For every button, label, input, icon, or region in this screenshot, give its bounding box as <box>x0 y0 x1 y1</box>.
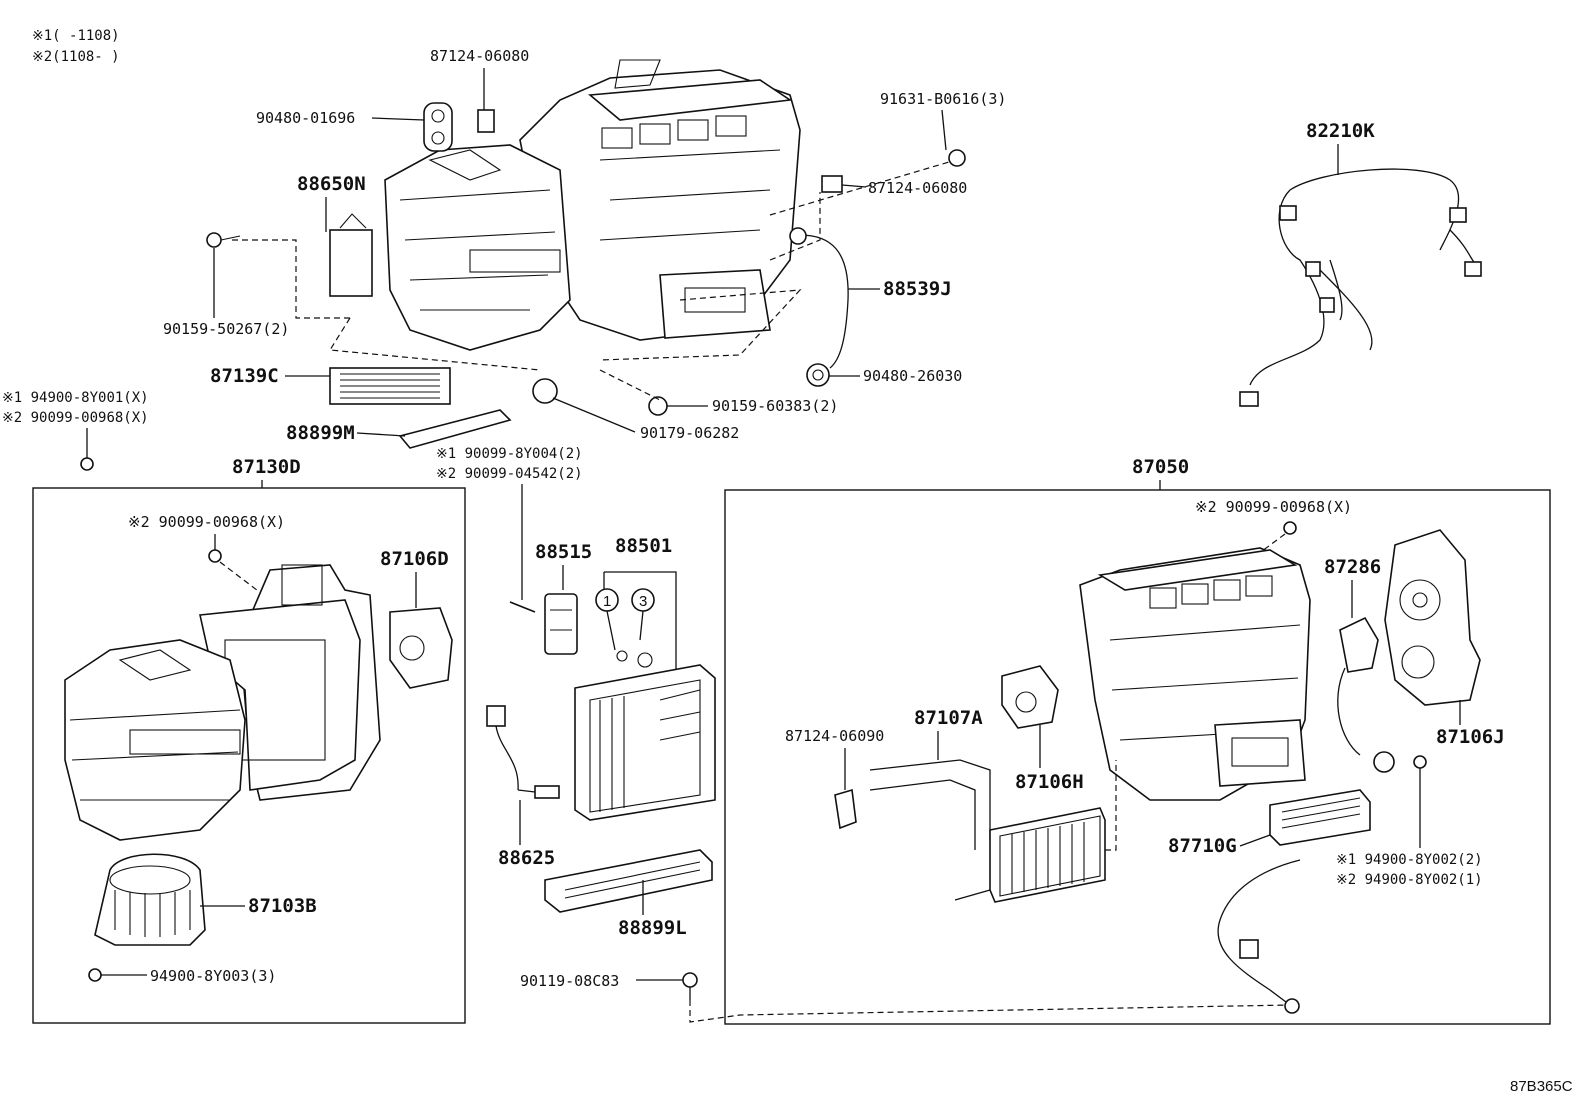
expansion-valve-drawing <box>544 593 578 655</box>
label-90099-8y004: ※1 90099-8Y004(2) <box>436 446 583 462</box>
hvac-case-87050-drawing <box>1079 547 1311 801</box>
note-1: ※1( -1108) <box>32 28 120 44</box>
label-82210k: 82210K <box>1306 120 1375 142</box>
label-90480-01696: 90480-01696 <box>256 109 355 127</box>
label-87286: 87286 <box>1324 556 1381 578</box>
label-90480-26030: 90480-26030 <box>863 367 962 385</box>
label-94900-8y003: 94900-8Y003(3) <box>150 967 276 985</box>
label-88515: 88515 <box>535 541 592 563</box>
heater-core-drawing <box>869 759 1106 903</box>
note-2: ※2(1108- ) <box>32 49 120 65</box>
label-94900-8y002-1: ※1 94900-8Y002(2) <box>1336 852 1483 868</box>
label-94900-8y001: ※1 94900-8Y001(X) <box>2 390 149 406</box>
label-90119-08c83: 90119-08C83 <box>520 972 619 990</box>
bracket-87124-06090-drawing <box>834 788 857 830</box>
label-90099-00968-box: ※2 90099-00968(X) <box>128 513 285 531</box>
blower-motor-drawing <box>94 853 206 946</box>
label-87106d: 87106D <box>380 548 449 570</box>
frame-87130d <box>32 487 466 1024</box>
cover-88899l-drawing <box>544 849 713 913</box>
sensor-88625-drawing <box>486 705 560 799</box>
evaporator-drawing <box>574 664 716 821</box>
diagram-code: 87B365C <box>1510 1078 1573 1095</box>
label-87124-06080-top: 87124-06080 <box>430 47 529 65</box>
frame-87050 <box>724 489 1551 1025</box>
label-87139c: 87139C <box>210 365 279 387</box>
filter-87710g-drawing <box>1269 789 1371 846</box>
label-88501: 88501 <box>615 535 672 557</box>
label-88899l: 88899L <box>618 917 687 939</box>
actuator-87286-drawing <box>1337 616 1395 773</box>
label-87106j: 87106J <box>1436 726 1505 748</box>
label-94900-8y002-2: ※2 94900-8Y002(1) <box>1336 872 1483 888</box>
label-87124-06090: 87124-06090 <box>785 727 884 745</box>
blower-unit-drawing <box>64 564 381 841</box>
label-88650n: 88650N <box>297 173 366 195</box>
label-87710g: 87710G <box>1168 835 1237 857</box>
actuator-87106h-drawing <box>1001 665 1059 729</box>
label-87130d: 87130D <box>232 456 301 478</box>
label-88899m: 88899M <box>286 422 355 444</box>
label-90099-00968-left: ※2 90099-00968(X) <box>2 410 149 426</box>
wiring-harness-82210k-drawing <box>1239 168 1482 407</box>
label-91631-b0616: 91631-B0616(3) <box>880 90 1006 108</box>
callout-1: 1 <box>603 593 611 610</box>
label-87103b: 87103B <box>248 895 317 917</box>
label-88625: 88625 <box>498 847 555 869</box>
label-88539j: 88539J <box>883 278 952 300</box>
callout-3: 3 <box>639 593 647 610</box>
hvac-unit-top-drawing <box>80 59 966 471</box>
label-90099-04542: ※2 90099-04542(2) <box>436 466 583 482</box>
label-87050: 87050 <box>1132 456 1189 478</box>
label-87106h: 87106H <box>1015 771 1084 793</box>
label-90159-60383: 90159-60383(2) <box>712 397 838 415</box>
label-90099-00968-rbox: ※2 90099-00968(X) <box>1195 498 1352 516</box>
actuator-87106d-drawing <box>389 607 453 689</box>
label-87124-06080-right: 87124-06080 <box>868 179 967 197</box>
label-90159-50267: 90159-50267(2) <box>163 320 289 338</box>
label-90179-06282: 90179-06282 <box>640 424 739 442</box>
harness-ground-drawing <box>1217 859 1301 1014</box>
label-87107a: 87107A <box>914 707 983 729</box>
actuator-87106j-drawing <box>1384 529 1481 706</box>
